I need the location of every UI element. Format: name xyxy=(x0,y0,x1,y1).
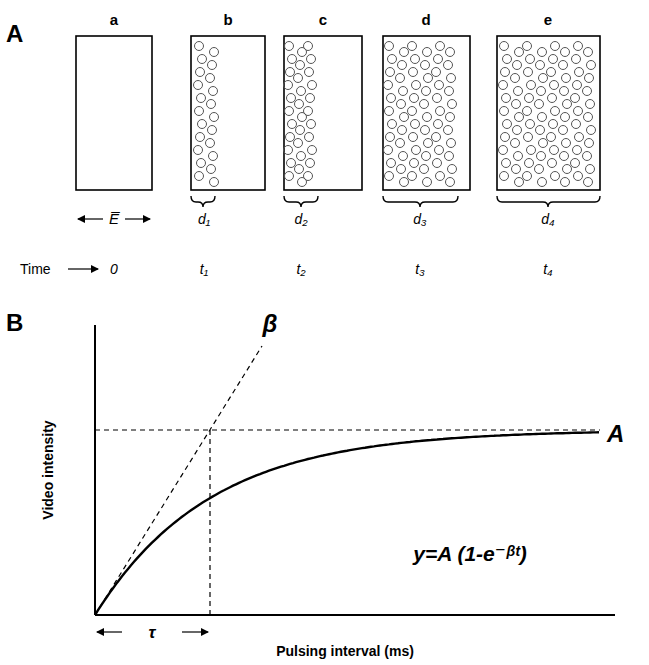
axis-title: Video intensity xyxy=(41,420,55,519)
equation: y=A (1-e⁻ᵝᵗ) xyxy=(413,543,527,564)
cell-box xyxy=(383,36,470,190)
column-letter: d xyxy=(421,12,430,27)
time-label: t₁ xyxy=(200,262,208,276)
cell-box xyxy=(284,36,362,190)
time-label: 0 xyxy=(110,262,118,276)
column-letter: e xyxy=(544,12,552,27)
particles xyxy=(194,42,596,187)
cell-box xyxy=(497,36,600,190)
distance-label: d₃ xyxy=(413,212,426,226)
axis-title: Pulsing interval (ms) xyxy=(276,644,414,658)
slope-label: β xyxy=(263,312,278,336)
axis-label: Time xyxy=(20,262,51,276)
cell-box xyxy=(191,36,265,190)
column-letter: c xyxy=(319,12,327,27)
column-letter: a xyxy=(110,12,118,27)
cell-box xyxy=(76,36,152,190)
distance-label: d₁ xyxy=(198,212,210,226)
asymptote-label: A xyxy=(607,422,624,446)
braces xyxy=(191,196,600,207)
panel-letter: B xyxy=(6,311,23,335)
time-label: t₂ xyxy=(296,262,305,276)
panel-letter: A xyxy=(6,22,23,46)
chart xyxy=(95,325,615,632)
time-label: t₄ xyxy=(543,262,553,276)
distance-label: d₄ xyxy=(541,212,554,226)
field-label: E̅ xyxy=(109,211,119,226)
boxes xyxy=(76,36,600,190)
distance-label: d₂ xyxy=(294,212,307,226)
field-arrows xyxy=(68,219,150,269)
column-letter: b xyxy=(223,12,232,27)
time-label: t₃ xyxy=(415,262,424,276)
time-constant: τ xyxy=(149,624,156,641)
